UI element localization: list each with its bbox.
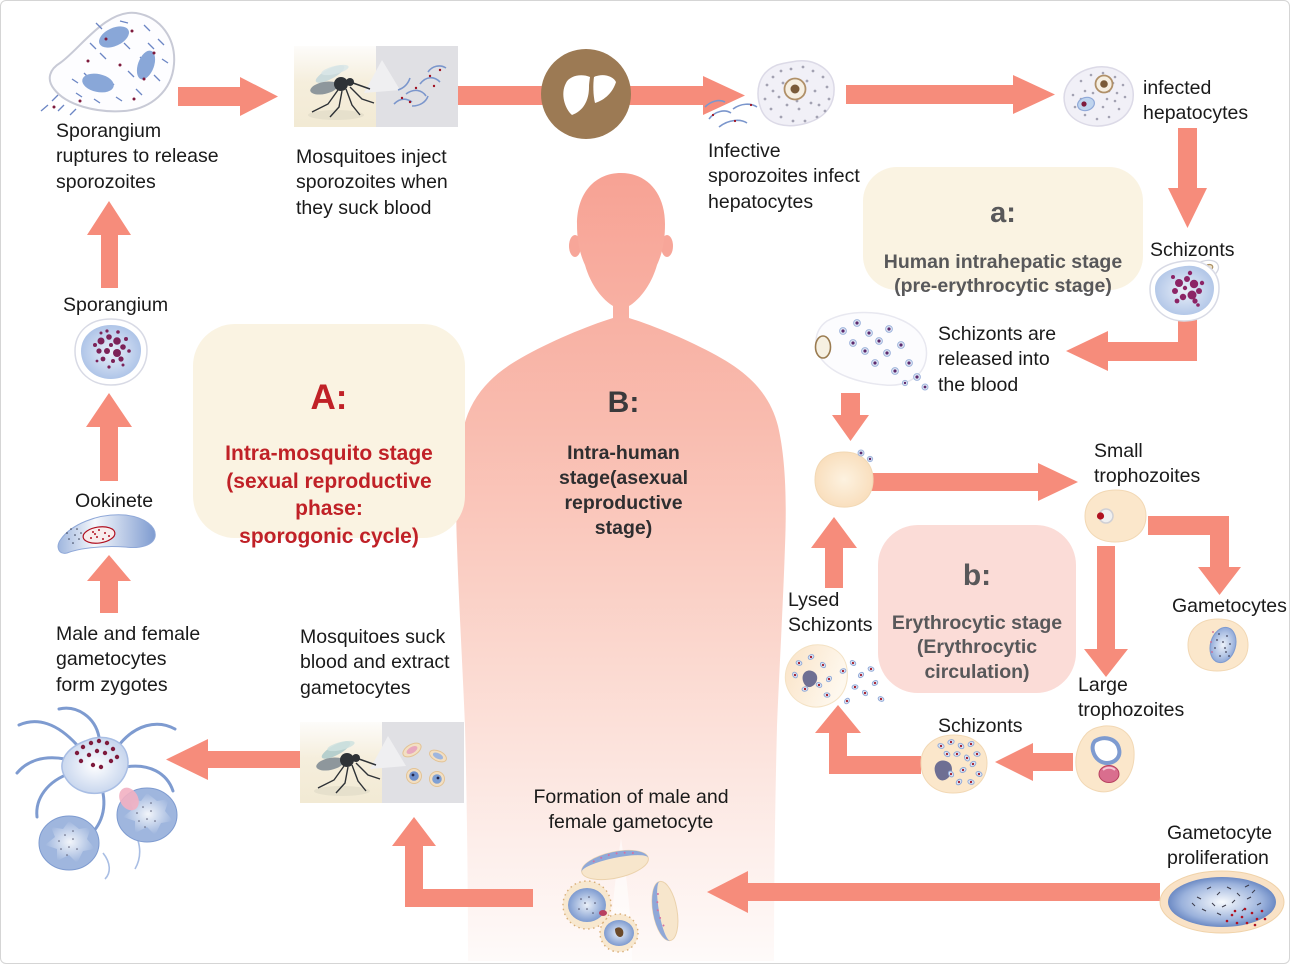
- lysed-schizont-illustration: [784, 644, 885, 708]
- label-mosquitoes-inject: Mosquitoes inject sporozoites when they …: [296, 146, 448, 219]
- mosquito-inject-illustration: [294, 46, 458, 127]
- arrow-zygotes-to-ookinete: [87, 555, 131, 613]
- mosquito-extract-illustration: [300, 722, 464, 803]
- label-formation-gametocyte: Formation of male and female gametocyte: [533, 786, 729, 834]
- arrow-released-to-blood: [832, 393, 869, 441]
- label-infected-hepatocytes: infected hepatocytes: [1143, 77, 1249, 125]
- arrow-infected-to-schizonts: [1168, 128, 1207, 228]
- small-trophozoite-illustration: [1084, 489, 1147, 543]
- stage-b-text: Erythrocytic stage (Erythrocytic circula…: [891, 612, 1063, 683]
- label-lysed-schizonts: Lysed Schizonts: [788, 589, 873, 637]
- hepatic-schizont-illustration: [1149, 259, 1220, 322]
- arrow-largetroph-to-schizonts: [995, 743, 1073, 781]
- schizont-release-illustration: [814, 311, 929, 391]
- arrow-proliferation-to-formation: [707, 871, 1160, 913]
- stage-box-a: a: Human intrahepatic stage (pre-erythro…: [863, 167, 1143, 297]
- label-gametocyte-proliferation: Gametocyte proliferation: [1167, 822, 1273, 870]
- arrow-blood-to-smalltroph: [871, 463, 1078, 501]
- arrow-sporangium-to-rupture: [87, 201, 131, 288]
- sporozoites-icon: [393, 65, 447, 107]
- stage-B-heading: B:: [607, 386, 640, 419]
- stage-B-text: Intra-human stage(asexual reproductive s…: [559, 442, 688, 539]
- arrow-rupture-to-mosquito: [178, 77, 278, 116]
- infective-sporozoites-illustration: [704, 60, 835, 128]
- arrow-schizonts-to-released: [1066, 319, 1197, 371]
- arrow-mosquito-to-zygotes: [166, 739, 301, 780]
- label-infective-sporozoites: Infective sporozoites infect hepatocytes: [708, 140, 860, 213]
- label-male-female-zygotes: Male and female gametocytes form zygotes: [56, 623, 201, 696]
- zygote-formation-illustration: [15, 706, 178, 880]
- liver-icon: [541, 49, 631, 139]
- label-schizonts-released: Schizonts are released into the blood: [938, 323, 1057, 396]
- ookinete-illustration: [57, 514, 156, 554]
- stage-b-heading: b:: [962, 559, 992, 592]
- label-gametocytes: Gametocytes: [1172, 595, 1287, 617]
- label-small-trophozoites: Small trophozoites: [1094, 440, 1201, 488]
- arrow-smalltroph-to-gametocytes: [1148, 516, 1241, 595]
- stage-a-heading: a:: [990, 197, 1016, 229]
- label-large-trophozoites: Large trophozoites: [1078, 674, 1185, 722]
- extracted-gametocytes-icon: [402, 742, 447, 787]
- gametocyte-proliferation-illustration: [1159, 870, 1285, 934]
- sporangium-illustration: [74, 318, 148, 386]
- erythrocytic-schizont-illustration: [920, 734, 988, 794]
- arrow-formation-to-mosquito: [392, 817, 533, 907]
- arrow-ookinete-to-sporangium: [86, 393, 132, 481]
- label-sporangium: Sporangium: [63, 294, 169, 316]
- label-mosquitoes-suck: Mosquitoes suck blood and extract gameto…: [300, 626, 450, 699]
- stage-a-text: Human intrahepatic stage (pre-erythrocyt…: [883, 251, 1123, 298]
- mosquito-icon: [310, 64, 375, 118]
- stage-A-heading: A:: [310, 378, 348, 417]
- mosquito-icon: [316, 740, 381, 794]
- stage-box-b: b: Erythrocytic stage (Erythrocytic circ…: [878, 525, 1076, 693]
- arrow-smalltroph-to-largetroph: [1084, 546, 1128, 677]
- label-ookinete: Ookinete: [75, 490, 154, 512]
- large-trophozoite-illustration: [1075, 725, 1135, 793]
- label-sporangium-ruptures: Sporangium ruptures to release sporozoit…: [56, 120, 219, 193]
- infected-hepatocyte-illustration: [1063, 66, 1134, 127]
- arrow-hepatocyte-to-infected: [846, 75, 1055, 114]
- gametocyte-formation-illustration: [562, 849, 679, 953]
- sporangium-rupture-illustration: [40, 11, 176, 116]
- label-schizonts-erythrocytic: Schizonts: [938, 715, 1023, 737]
- red-blood-cell-illustration: [814, 449, 874, 508]
- arrow-lysed-to-blood: [811, 517, 857, 588]
- gametocyte-illustration: [1187, 618, 1249, 672]
- stage-label-B: B: Intra-human stage(asexual reproductiv…: [536, 368, 711, 559]
- stage-A-text: Intra-mosquito stage (sexual reproductiv…: [225, 442, 433, 549]
- label-schizonts-hepatic: Schizonts: [1150, 239, 1235, 261]
- stage-box-A: A: Intra-mosquito stage (sexual reproduc…: [193, 324, 465, 548]
- arrow-schizonts-to-lysed: [815, 705, 921, 774]
